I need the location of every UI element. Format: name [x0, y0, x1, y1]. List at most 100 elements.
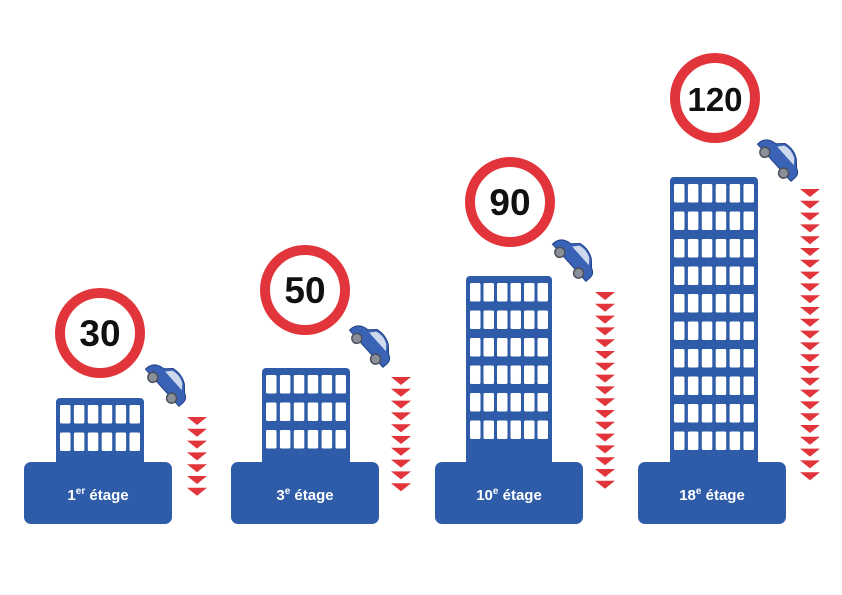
- arrow: [391, 447, 411, 456]
- arrow: [595, 410, 615, 418]
- window: [497, 420, 508, 439]
- floor-word: étage: [498, 487, 541, 504]
- arrow: [800, 401, 820, 410]
- arrow: [595, 327, 615, 336]
- floor-word: étage: [701, 487, 744, 504]
- window: [101, 432, 113, 451]
- arrow: [800, 224, 820, 233]
- car-wheel: [759, 146, 771, 159]
- floor-suffix: e: [493, 486, 499, 497]
- window: [524, 420, 535, 439]
- window: [674, 431, 685, 450]
- floor-word: étage: [290, 487, 333, 504]
- window: [743, 404, 754, 423]
- window: [497, 338, 508, 357]
- window: [674, 211, 685, 230]
- window: [674, 321, 685, 340]
- window: [470, 283, 481, 302]
- window: [293, 402, 305, 421]
- arrow: [187, 476, 207, 484]
- arrow: [595, 292, 615, 300]
- arrow: [595, 362, 615, 371]
- window: [293, 430, 305, 449]
- window: [729, 239, 741, 258]
- floor-label: 18e étage: [679, 486, 745, 504]
- arrow: [391, 424, 411, 433]
- window: [537, 420, 548, 439]
- arrow: [391, 471, 411, 480]
- window: [729, 376, 741, 395]
- window: [674, 184, 685, 203]
- window: [715, 321, 727, 340]
- window: [483, 283, 494, 302]
- building-base: [638, 462, 786, 524]
- arrow: [800, 330, 820, 339]
- window: [510, 365, 521, 384]
- arrow: [595, 374, 615, 383]
- window: [715, 431, 727, 450]
- arrow: [595, 398, 615, 407]
- speed-limit-sign: [670, 53, 760, 143]
- window: [701, 184, 713, 203]
- window: [729, 404, 741, 423]
- arrow: [391, 377, 411, 385]
- window: [701, 266, 713, 285]
- falling-arrows-icon: [391, 377, 411, 492]
- arrow: [187, 440, 207, 449]
- speed-value: 30: [79, 313, 120, 354]
- building-base: [231, 462, 379, 524]
- speed-limit-sign: [260, 245, 350, 335]
- window: [743, 184, 754, 203]
- window: [335, 375, 346, 394]
- window: [483, 420, 494, 439]
- floor-number: 1: [67, 487, 75, 504]
- floor-suffix: er: [76, 486, 86, 497]
- window: [307, 402, 319, 421]
- window: [470, 310, 481, 329]
- arrow: [800, 248, 820, 256]
- window: [715, 349, 727, 368]
- window: [483, 365, 494, 384]
- floor-suffix: e: [285, 486, 291, 497]
- window: [293, 375, 305, 394]
- window: [524, 310, 535, 329]
- window: [60, 405, 71, 424]
- window: [470, 338, 481, 357]
- arrow: [800, 318, 820, 327]
- window: [129, 405, 140, 424]
- window: [687, 321, 699, 340]
- window: [687, 211, 699, 230]
- arrow: [595, 457, 615, 466]
- car-window: [369, 331, 387, 352]
- car-wheel: [351, 332, 363, 345]
- building-base: [435, 462, 583, 524]
- window: [321, 430, 333, 449]
- window: [687, 266, 699, 285]
- arrow: [800, 200, 820, 209]
- arrow: [595, 480, 615, 489]
- speed-limit-sign: [55, 288, 145, 378]
- arrow: [800, 354, 820, 363]
- floor-suffix: e: [696, 486, 702, 497]
- car-window: [572, 245, 590, 266]
- arrow: [187, 487, 207, 496]
- window: [266, 375, 277, 394]
- window: [729, 321, 741, 340]
- arrow: [391, 388, 411, 397]
- floor-number: 3: [276, 487, 284, 504]
- car-window: [777, 145, 795, 166]
- window: [510, 310, 521, 329]
- window: [743, 294, 754, 313]
- window: [483, 338, 494, 357]
- window: [701, 431, 713, 450]
- window: [674, 376, 685, 395]
- car-wheel: [554, 246, 566, 259]
- window: [524, 283, 535, 302]
- falling-car-icon: [756, 139, 799, 183]
- window: [743, 211, 754, 230]
- window: [715, 211, 727, 230]
- window: [321, 402, 333, 421]
- arrow: [800, 283, 820, 292]
